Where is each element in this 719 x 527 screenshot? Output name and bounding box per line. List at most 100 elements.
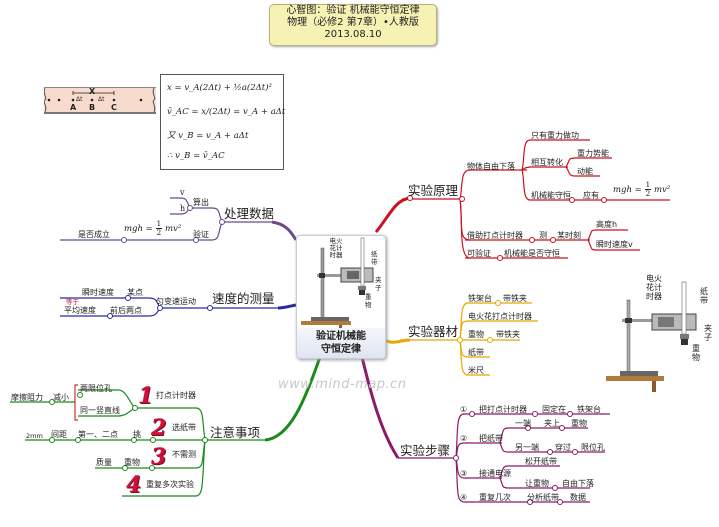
- step-2-b1[interactable]: 一端: [515, 419, 531, 428]
- note-2-d[interactable]: 2mm: [26, 432, 43, 440]
- node-point[interactable]: 某点: [127, 288, 143, 297]
- node-verify[interactable]: 可验证: [467, 249, 491, 258]
- node-only-gravity[interactable]: 只有重力做功: [531, 131, 579, 140]
- node-holds[interactable]: 是否成立: [78, 230, 110, 239]
- step-4-c[interactable]: 数据: [570, 493, 586, 502]
- step-3-b[interactable]: 松开纸带: [525, 457, 557, 466]
- step-1-c[interactable]: 铁架台: [577, 405, 601, 414]
- step-2-c3[interactable]: 限位孔: [581, 443, 605, 452]
- watermark: www.mind-map.cn: [278, 377, 407, 392]
- equipment-with-clamp-2[interactable]: 带铁夹: [496, 330, 520, 339]
- note-3[interactable]: 不需测: [172, 450, 196, 459]
- node-verify-process[interactable]: 验证: [193, 230, 209, 239]
- note-1-b[interactable]: 同一竖直线: [80, 406, 120, 415]
- title-line-1: 心智图：验证 机械能守恒定律: [286, 5, 420, 16]
- equipment-weight[interactable]: 重物: [468, 330, 484, 339]
- node-before-after[interactable]: 前后两点: [110, 306, 142, 315]
- step-2-a[interactable]: 把纸带: [479, 434, 503, 443]
- node-use-timer[interactable]: 借助打点计时器: [467, 231, 523, 240]
- equipment-connectors: [383, 302, 538, 376]
- node-should[interactable]: 应有: [583, 191, 599, 200]
- formula-4: ∴ v_B = v̄_AC: [167, 151, 225, 161]
- central-label-line-2: 守恒定律: [321, 344, 361, 355]
- step-4-a[interactable]: 重复几次: [479, 493, 511, 502]
- branch-steps[interactable]: 实验步骤: [400, 443, 451, 458]
- note-3-number: 3: [151, 444, 167, 470]
- equipment-tape[interactable]: 纸带: [468, 348, 484, 357]
- node-height[interactable]: 高度h: [596, 220, 618, 229]
- side-apparatus-figure: 电火花计时器 纸带 夹子 重物: [600, 272, 715, 392]
- side-weight-label: 重物: [692, 344, 700, 362]
- step-3-c1[interactable]: 让重物: [525, 479, 549, 488]
- note-1-a[interactable]: 两限位孔: [80, 384, 112, 393]
- point-b-label: B: [89, 103, 96, 112]
- equipment-timer[interactable]: 电火花打点计时器: [468, 312, 532, 321]
- step-3-num: ③: [460, 469, 468, 478]
- step-4-num: ④: [460, 493, 468, 502]
- note-1-d[interactable]: 摩擦阻力: [11, 393, 43, 402]
- central-topic[interactable]: 电火花计时器 纸带 夹子 重物 验证机械能 守恒定律: [296, 235, 386, 359]
- node-avg[interactable]: 平均速度: [64, 306, 96, 315]
- point-c-label: C: [111, 103, 117, 112]
- note-4-number: 4: [126, 472, 142, 498]
- central-label-line-1: 验证机械能: [316, 331, 366, 342]
- side-timer-label: 电火花计时器: [646, 274, 662, 301]
- node-compute[interactable]: 算出: [193, 198, 209, 207]
- branch-equipment[interactable]: 实验器材: [408, 324, 459, 339]
- side-clip-label: 夹子: [704, 324, 712, 342]
- step-2-b2[interactable]: 夹上: [544, 419, 560, 428]
- node-inst[interactable]: 瞬时速度: [82, 288, 114, 297]
- branch-principle[interactable]: 实验原理: [408, 183, 459, 198]
- node-free-fall[interactable]: 物体自由下落: [467, 162, 515, 171]
- note-1-c[interactable]: 减小: [53, 393, 69, 402]
- step-3-a[interactable]: 接通电源: [479, 469, 511, 478]
- paper-tape-diagram: X Δt Δt A B C: [43, 87, 156, 114]
- node-kinetic[interactable]: 动能: [577, 167, 593, 176]
- node-uniform[interactable]: 匀变速运动: [156, 297, 196, 306]
- equipment-ruler[interactable]: 米尺: [468, 366, 484, 375]
- step-2-num: ②: [460, 434, 468, 443]
- step-2-c2[interactable]: 穿过: [555, 443, 571, 452]
- step-2-b3[interactable]: 重物: [571, 419, 587, 428]
- clip-label: 夹子: [375, 276, 382, 292]
- node-equal: 等于: [66, 298, 79, 306]
- branch-process[interactable]: 处理数据: [224, 206, 275, 221]
- title-box: 心智图：验证 机械能守恒定律 物理（必修2 第7章）•人教版 2013.08.1…: [269, 4, 437, 46]
- formula-box: x = v_A(2Δt) + ½a(2Δt)² v̄_AC = x/(2Δt) …: [160, 74, 285, 170]
- node-conserve[interactable]: 机械能守恒: [531, 191, 571, 200]
- central-topic-label: 验证机械能 守恒定律: [297, 328, 385, 358]
- note-2-b[interactable]: 第一、二点: [78, 430, 118, 439]
- note-2-a[interactable]: 挑: [133, 430, 141, 439]
- step-1-b[interactable]: 固定在: [542, 405, 566, 414]
- node-h[interactable]: h: [180, 204, 186, 213]
- step-2-c1[interactable]: 另一端: [515, 443, 539, 452]
- step-3-c2[interactable]: 自由下落: [562, 479, 594, 488]
- branch-speed[interactable]: 速度的测量: [212, 291, 275, 306]
- branch-notes[interactable]: 注意事项: [210, 425, 261, 440]
- step-1-a[interactable]: 把打点计时器: [479, 405, 527, 414]
- formula-1: x = v_A(2Δt) + ½a(2Δt)²: [167, 83, 272, 93]
- note-1[interactable]: 打点计时器: [156, 391, 196, 400]
- note-2[interactable]: 选纸带: [172, 423, 196, 432]
- tape-label: 纸带: [371, 250, 378, 266]
- node-potential[interactable]: 重力势能: [577, 149, 609, 158]
- note-3-a[interactable]: 重物: [124, 458, 140, 467]
- node-inst-speed[interactable]: 瞬时速度v: [596, 240, 633, 249]
- step-4-b[interactable]: 分析纸带: [527, 493, 559, 502]
- note-4[interactable]: 重复多次实验: [146, 480, 194, 489]
- node-measure[interactable]: 测: [539, 231, 547, 240]
- equipment-iron-stand[interactable]: 铁架台: [468, 294, 492, 303]
- note-3-b[interactable]: 质量: [96, 458, 112, 467]
- node-mutual-convert[interactable]: 相互转化: [531, 158, 563, 167]
- title-line-2: 物理（必修2 第7章）•人教版: [287, 17, 419, 28]
- title-date: 2013.08.10: [324, 29, 382, 40]
- node-v[interactable]: v: [180, 188, 185, 197]
- interval-label-1: Δt: [76, 96, 83, 103]
- node-whether[interactable]: 机械能是否守恒: [504, 249, 560, 258]
- note-2-c[interactable]: 间距: [51, 430, 67, 439]
- equipment-with-clamp-1[interactable]: 带铁夹: [503, 294, 527, 303]
- node-moment[interactable]: 某时刻: [557, 231, 581, 240]
